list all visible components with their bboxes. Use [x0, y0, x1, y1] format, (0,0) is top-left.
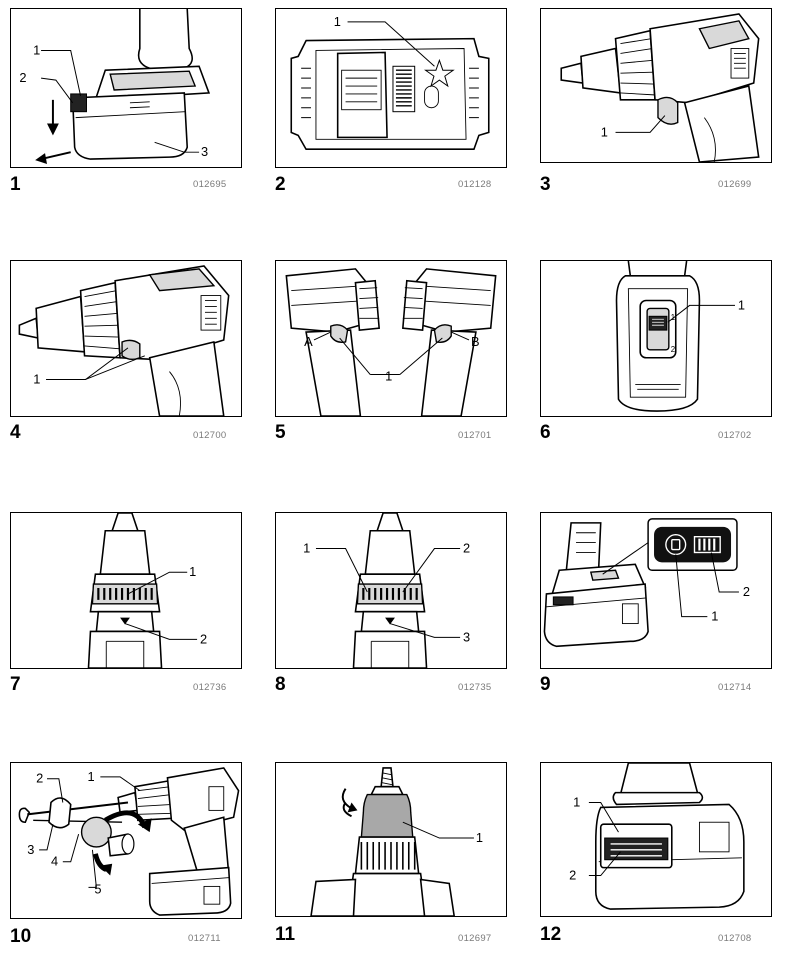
- figure-4-illustration: 1: [10, 260, 242, 417]
- figure-8-callout-3: 3: [463, 629, 470, 644]
- figure-5-callout-B: B: [471, 334, 480, 349]
- figure-number: 5: [275, 422, 286, 443]
- figure-2-illustration: 1: [275, 8, 507, 168]
- figure-12-illustration: 1 2: [540, 762, 772, 917]
- figure-1-callout-2: 2: [19, 70, 26, 85]
- figure-6-switch-mark-2: 2: [671, 345, 675, 354]
- figure-10-illustration: 2 1 3 4 5: [10, 762, 242, 919]
- figure-3-illustration: 1: [540, 8, 772, 163]
- figure-number: 12: [540, 924, 562, 945]
- figure-4: 1 4 012700: [10, 260, 242, 445]
- figure-2-callout-1: 1: [334, 14, 341, 29]
- figure-number: 6: [540, 422, 551, 443]
- figure-code: 012695: [193, 179, 227, 190]
- figure-5: A 1 B 5 012701: [275, 260, 507, 445]
- figure-number: 4: [10, 422, 21, 443]
- figure-7-callout-1: 1: [189, 564, 196, 579]
- figure-code: 012714: [718, 682, 752, 693]
- figure-11-illustration: 1: [275, 762, 507, 917]
- figure-6-switch-mark-1: 1: [671, 313, 675, 322]
- figure-5-callout-A: A: [304, 334, 313, 349]
- figure-10-callout-3: 3: [27, 842, 34, 857]
- figure-number: 7: [10, 674, 21, 695]
- figure-4-callout-1: 1: [33, 371, 40, 386]
- figure-12-callout-1: 1: [573, 794, 580, 809]
- figure-number: 3: [540, 174, 551, 195]
- figure-2: 1 2 012128: [275, 8, 507, 195]
- figure-9-callout-1: 1: [711, 609, 718, 624]
- figure-code: 012700: [193, 430, 227, 441]
- figure-5-illustration: A 1 B: [275, 260, 507, 417]
- figure-5-callout-1: 1: [385, 368, 392, 383]
- figure-1-illustration: 1 2 3: [10, 8, 242, 168]
- figure-code: 012699: [718, 179, 752, 190]
- figure-6-callout-1: 1: [738, 297, 745, 312]
- figure-9-illustration: 1 2: [540, 512, 772, 669]
- figure-code: 012702: [718, 430, 752, 441]
- figure-number: 1: [10, 174, 21, 195]
- figure-number: 11: [275, 924, 296, 945]
- figure-10: 2 1 3 4 5 10 012711: [10, 762, 242, 947]
- figure-number: 9: [540, 674, 551, 695]
- figure-10-callout-4: 4: [51, 854, 58, 869]
- figure-8-callout-2: 2: [463, 540, 470, 555]
- figure-6: 1 1 2 6 012702: [540, 260, 772, 445]
- figure-code: 012701: [458, 430, 492, 441]
- figure-7: 1 2 7 012736: [10, 512, 242, 697]
- figure-12-callout-2: 2: [569, 867, 576, 882]
- figure-code: 012735: [458, 682, 492, 693]
- figure-code: 012711: [188, 933, 221, 944]
- figure-10-callout-1: 1: [87, 769, 94, 784]
- figure-1: 1 2 3 1 012695: [10, 8, 242, 195]
- figure-11: 1 11 012697: [275, 762, 507, 947]
- figure-6-illustration: 1 1 2: [540, 260, 772, 417]
- figure-1-callout-1: 1: [33, 42, 40, 57]
- figure-10-callout-5: 5: [94, 881, 101, 896]
- figure-11-callout-1: 1: [476, 830, 483, 845]
- figure-12: 1 2 12 012708: [540, 762, 772, 947]
- figure-8: 1 2 3 8 012735: [275, 512, 507, 697]
- figure-3: 1 3 012699: [540, 8, 772, 195]
- figure-9: 1 2 9 012714: [540, 512, 772, 697]
- figure-number: 10: [10, 926, 32, 947]
- figure-code: 012708: [718, 933, 752, 944]
- figure-9-callout-2: 2: [743, 584, 750, 599]
- figure-code: 012128: [458, 179, 492, 190]
- figure-8-callout-1: 1: [303, 540, 310, 555]
- figure-8-illustration: 1 2 3: [275, 512, 507, 669]
- figure-number: 8: [275, 674, 286, 695]
- figure-1-callout-3: 3: [201, 144, 208, 159]
- figure-3-callout-1: 1: [601, 124, 608, 139]
- figure-number: 2: [275, 174, 286, 195]
- figure-10-callout-2: 2: [36, 771, 43, 786]
- figure-7-illustration: 1 2: [10, 512, 242, 669]
- figure-code: 012736: [193, 682, 227, 693]
- figure-code: 012697: [458, 933, 492, 944]
- figure-7-callout-2: 2: [200, 631, 207, 646]
